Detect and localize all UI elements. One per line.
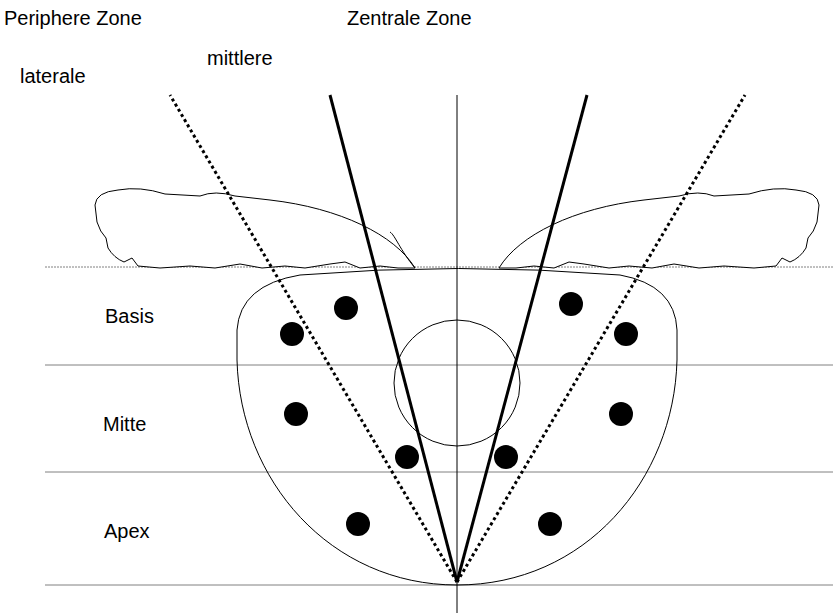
level-label: Apex (104, 519, 150, 543)
biopsy-dot (494, 445, 518, 469)
zone-heading: Zentrale Zone (347, 6, 472, 30)
lateral-needle-line (170, 95, 457, 582)
biopsy-dot (395, 445, 419, 469)
level-line (45, 472, 833, 473)
level-label: Mitte (103, 412, 146, 436)
level-label: Basis (105, 304, 154, 328)
needle-label: mittlere (207, 46, 273, 70)
biopsy-dot (609, 402, 633, 426)
middle-needle-line (330, 95, 457, 582)
prostate-outline (237, 269, 677, 586)
biopsy-dot (284, 402, 308, 426)
biopsy-dot (280, 322, 304, 346)
urethra-circle (394, 320, 520, 446)
level-line (45, 365, 833, 366)
seminal-vesicle (499, 189, 819, 268)
middle-needle-line (457, 95, 587, 582)
seminal-vesicle (95, 189, 415, 268)
needle-label: laterale (20, 64, 86, 88)
biopsy-dot (614, 322, 638, 346)
biopsy-dot (334, 296, 358, 320)
zone-heading: Periphere Zone (4, 6, 142, 30)
biopsy-dot (559, 292, 583, 316)
midline (457, 95, 458, 613)
lateral-needle-line (457, 95, 745, 582)
biopsy-dot (538, 512, 562, 536)
biopsy-dot (346, 512, 370, 536)
seminal-vesicle (390, 232, 415, 268)
